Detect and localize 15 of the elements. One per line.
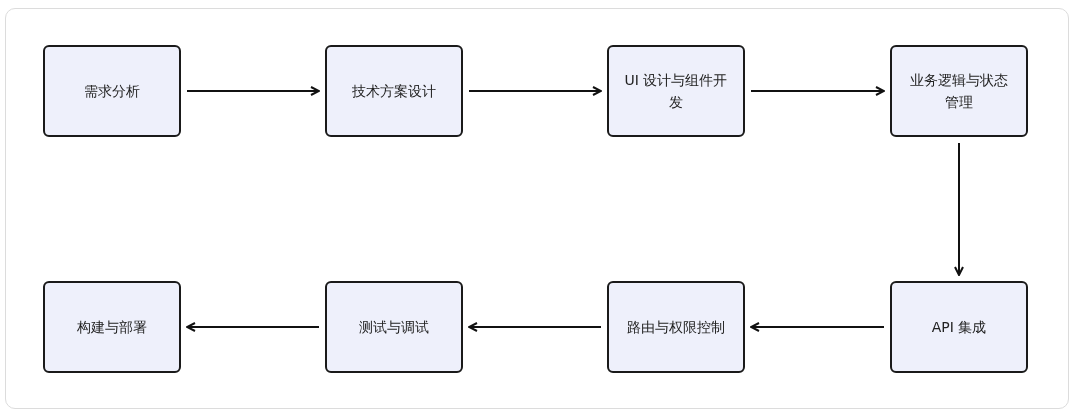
arrow [750, 322, 885, 332]
arrow [186, 322, 320, 332]
process-box: 路由与权限控制 [607, 281, 745, 373]
process-box: 业务逻辑与状态管理 [890, 45, 1028, 137]
arrow [468, 322, 602, 332]
arrow [186, 86, 320, 96]
process-box: 需求分析 [43, 45, 181, 137]
arrow [468, 86, 602, 96]
process-box: UI 设计与组件开发 [607, 45, 745, 137]
process-box: 技术方案设计 [325, 45, 463, 137]
process-box: 测试与调试 [325, 281, 463, 373]
process-box: 构建与部署 [43, 281, 181, 373]
arrow [954, 142, 964, 276]
process-box: API 集成 [890, 281, 1028, 373]
arrow [750, 86, 885, 96]
